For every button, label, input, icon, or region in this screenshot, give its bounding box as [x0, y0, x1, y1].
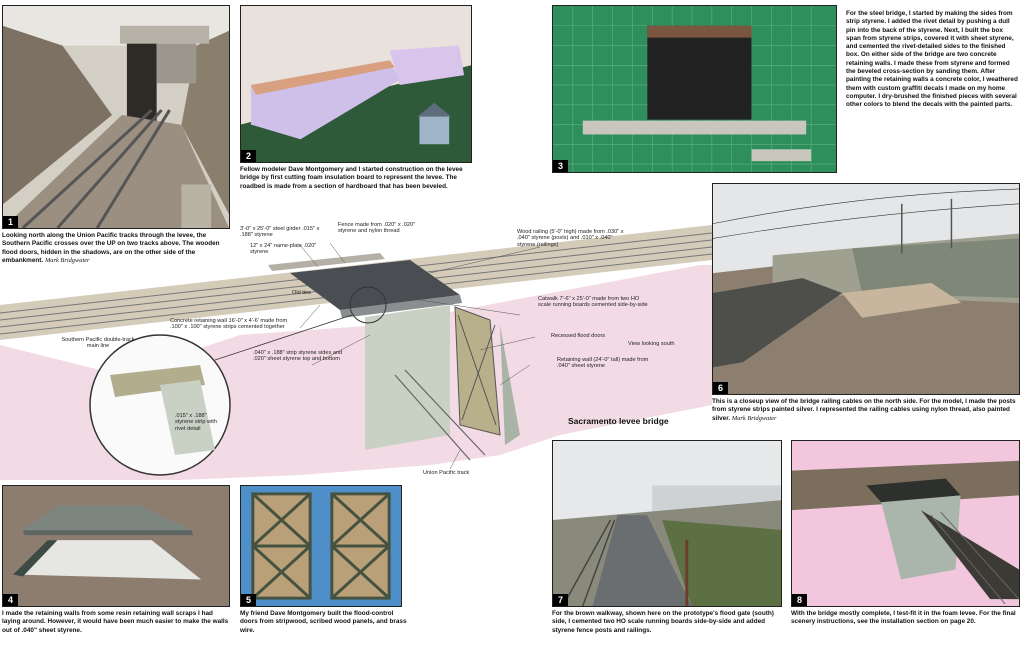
- caption-text: With the bridge mostly complete, I test-…: [791, 610, 1016, 626]
- caption-text: For the steel bridge, I started by makin…: [846, 10, 1018, 109]
- bridge-deck: [290, 260, 460, 310]
- photo-4: 4: [2, 485, 230, 607]
- caption-photo-5: My friend Dave Montgomery built the floo…: [240, 610, 410, 635]
- photo-credit: Mark Bridgwater: [44, 256, 90, 264]
- callout-up-track: Union Pacific track: [423, 470, 470, 476]
- caption-photo-2: Fellow modeler Dave Montgomery and I sta…: [240, 166, 480, 191]
- caption-photo-7: For the brown walkway, shown here on the…: [552, 610, 784, 635]
- photo-number: 4: [3, 594, 19, 606]
- callout-fence: Fence made from .020" x .020" styrene an…: [338, 222, 416, 235]
- callout-rivet-strip: .015" x .188" styrene strip with rivet d…: [175, 413, 217, 432]
- callout-strip-sides: .040" x .188" strip styrene sides and .0…: [253, 350, 343, 363]
- photo-number: 3: [553, 160, 569, 172]
- photo-8: 8: [791, 440, 1020, 607]
- caption-text: Looking north along the Union Pacific tr…: [2, 232, 220, 264]
- photo-number: 6: [713, 382, 729, 394]
- abutment: [365, 305, 450, 450]
- caption-photo-3: For the steel bridge, I started by makin…: [846, 10, 1018, 110]
- photo-2: 2: [240, 5, 472, 163]
- callout-view-south: View looking south: [628, 341, 675, 347]
- photo-3: 3: [552, 5, 837, 173]
- caption-text: For the brown walkway, shown here on the…: [552, 610, 774, 634]
- caption-text: This is a closeup view of the bridge rai…: [712, 398, 1016, 422]
- caption-text: Fellow modeler Dave Montgomery and I sta…: [240, 166, 463, 190]
- photo-5: 5: [240, 485, 402, 607]
- photo-number: 8: [792, 594, 808, 606]
- callout-retaining-24: Retaining wall (24'-0" tall) made from .…: [557, 357, 649, 370]
- caption-text: My friend Dave Montgomery built the floo…: [240, 610, 407, 634]
- callout-concrete-wall: Concrete retaining wall 16'-0" x 4'-6' m…: [170, 318, 288, 331]
- callout-wood-railing: Wood railing (5'-0" high) made from .030…: [517, 229, 624, 248]
- diagram-title: Sacramento levee bridge: [568, 416, 669, 426]
- callout-sp-mainline: Southern Pacific double-track main line: [61, 337, 135, 350]
- callout-catwalk: Catwalk 7'-6" x 25'-0" made from two HO …: [538, 296, 648, 309]
- photo-number: 5: [241, 594, 257, 606]
- callout-old-ties: Old ties: [292, 290, 311, 296]
- photo-6: 6: [712, 183, 1020, 395]
- detail-magnifier: [89, 334, 231, 476]
- callout-flood-doors: Recessed flood doors: [551, 333, 606, 339]
- caption-photo-8: With the bridge mostly complete, I test-…: [791, 610, 1021, 627]
- callout-nameplate: 12" x 24" name-plate .020" styrene: [250, 243, 317, 256]
- photo-number: 7: [553, 594, 569, 606]
- caption-photo-1: Looking north along the Union Pacific tr…: [2, 232, 234, 265]
- photo-credit: Mark Bridgwater: [731, 414, 777, 422]
- photo-number: 2: [241, 150, 257, 162]
- caption-photo-4: I made the retaining walls from some res…: [2, 610, 232, 635]
- levee-bridge-diagram: [0, 225, 713, 490]
- photo-7: 7: [552, 440, 782, 607]
- callout-girder: 3'-0" x 25'-0" steel girder .015" x .188…: [240, 226, 320, 239]
- photo-1: 1: [2, 5, 230, 229]
- caption-photo-6: This is a closeup view of the bridge rai…: [712, 398, 1020, 423]
- photo-number: 1: [3, 216, 19, 228]
- caption-text: I made the retaining walls from some res…: [2, 610, 229, 634]
